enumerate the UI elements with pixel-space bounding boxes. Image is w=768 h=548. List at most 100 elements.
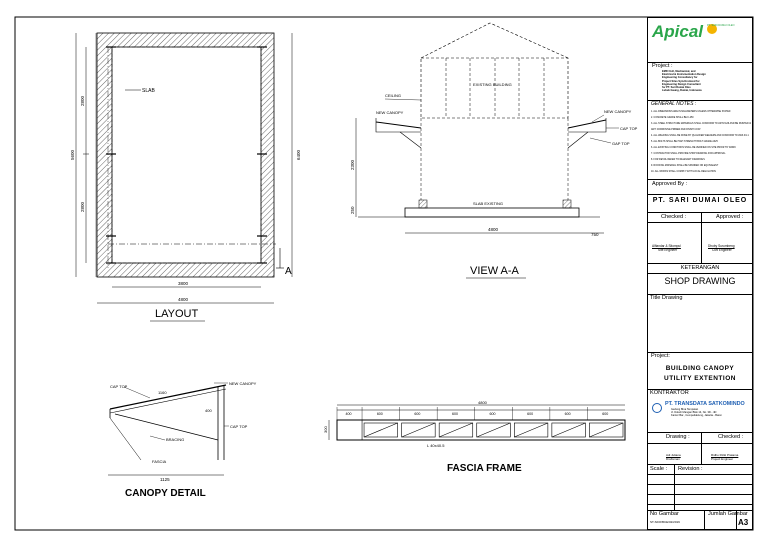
no-gambar-label: No Gambar — [650, 511, 679, 517]
project-name-1: BUILDING CANOPY — [665, 365, 735, 372]
canopy-new-canopy: NEW CANOPY — [229, 381, 257, 386]
fascia-segment-label: 600 — [602, 412, 608, 416]
fascia-panel — [551, 422, 586, 438]
fascia-segment-label: 600 — [414, 412, 420, 416]
keterangan-label: KETERANGAN — [680, 265, 720, 271]
canopy-dim-top: 1160 — [158, 390, 167, 395]
fascia-panel-diagonal — [439, 422, 473, 438]
approved-by-label: Approved By : — [652, 181, 688, 187]
view-gap-right: GAP TOP — [612, 141, 630, 146]
checker2-role: Project Engineer — [711, 457, 734, 461]
view-existing-label: EXISTING BUILDING — [473, 82, 512, 87]
layout-dim-left-upper: 2800 — [80, 95, 85, 106]
drawing-label: Drawing : — [666, 434, 690, 440]
layout-dim-inner-width: 3800 — [178, 281, 189, 286]
canopy-dim-slope: 400 — [205, 408, 212, 413]
canopy-detail-title: CANOPY DETAIL — [125, 488, 206, 499]
checker-name: Alfiandar & Sitompul — [652, 244, 681, 248]
project-desc: EMD Civil, Mechanical, and Electrical & … — [662, 70, 706, 93]
shop-drawing-title: SHOP DRAWING — [664, 276, 736, 286]
fascia-segment-label: 600 — [527, 412, 533, 416]
layout-title: LAYOUT — [155, 308, 198, 320]
checker-role: Site Engineer — [658, 248, 678, 252]
revision-label: Revision : — [678, 466, 703, 472]
project-name-2: UTILITY EXTENTION — [664, 375, 736, 382]
project-label: Project : — [652, 63, 673, 69]
fascia-segment-label: 600 — [490, 412, 496, 416]
canopy-cap-bottom: CAP TOP — [230, 424, 248, 429]
fascia-panel-diagonal — [589, 422, 624, 438]
checked-label: Checked : — [661, 214, 687, 220]
contractor-logo-icon — [652, 403, 662, 413]
fascia-segment-label: 600 — [377, 412, 383, 416]
approver-role: Civil Engineer — [712, 248, 732, 252]
checked-label-2: Checked : — [718, 434, 744, 440]
view-dim-height: 2300 — [350, 159, 355, 170]
fascia-panel-diagonal — [551, 422, 586, 438]
canopy-detail: CAP TOP NEW CANOPY 1160 400 BRACING CAP … — [108, 381, 257, 499]
layout-dim-left-total: 5600 — [70, 149, 75, 160]
view-dim-right: 750 — [591, 232, 599, 237]
layout-dim-left-lower: 2800 — [80, 201, 85, 212]
fascia-panel — [589, 422, 624, 438]
jumlah-gambar-label: Jumlah Gambar — [708, 511, 748, 517]
layout-slab-label: SLAB — [142, 88, 155, 94]
logo-dot-icon — [707, 24, 718, 34]
fascia-panel — [401, 422, 436, 438]
view-dim-width: 4800 — [488, 227, 499, 232]
fascia-panel — [476, 422, 511, 438]
fascia-panel-diagonal — [476, 422, 511, 438]
scale-label: Scale : — [650, 466, 668, 472]
fascia-panel-diagonal — [514, 422, 548, 438]
logo-sub: PT. SARI DUMAI OLEO — [707, 24, 735, 27]
layout-plan: SLAB 2800 2800 5600 6400 A 3800 4800 LAY… — [70, 32, 301, 322]
view-slab-existing: SLAB EXISTING — [473, 201, 503, 206]
fascia-height-dim: 300 — [323, 426, 328, 433]
paper-size: A3 — [738, 518, 749, 527]
layout-section-marker: A — [285, 266, 292, 277]
canopy-cap-top: CAP TOP — [110, 384, 128, 389]
contractor-label: KONTRAKTOR — [650, 390, 689, 396]
notes-label: GENERAL NOTES : — [651, 101, 697, 107]
fascia-frame-title: FASCIA FRAME — [447, 463, 522, 474]
title-block: Apical PT. SARI DUMAI OLEO Project : EMD… — [647, 17, 753, 530]
checker2-name: Ridho Rizki Pratama — [711, 453, 739, 457]
fascia-segment-label: 400 — [346, 412, 352, 416]
fascia-panel — [438, 422, 474, 438]
no-gambar-value: ST-SDO/BCE/02/2019 — [650, 520, 680, 524]
canopy-dim-bottom: 1125 — [160, 477, 170, 482]
sheet-border — [14, 16, 754, 531]
fascia-segment-label: 600 — [452, 412, 458, 416]
approver-name: Dhoby Surumbeng — [708, 244, 735, 248]
fascia-panel — [363, 422, 398, 438]
fascia-note: L 40x40.5 — [427, 443, 445, 448]
project-label-2: Project: — [651, 353, 670, 359]
company-name: PT. SARI DUMAI OLEO — [652, 197, 748, 204]
view-dim-base: 250 — [350, 206, 355, 214]
title-drawing-label: Title Drawing — [650, 295, 683, 301]
fascia-panel — [514, 422, 549, 438]
view-aa-title: VIEW A-A — [470, 265, 520, 277]
fascia-frame: 4800 400 600 600 600 600 600 600 600 300 L 40x4… — [323, 400, 626, 474]
logo-text: Apical — [652, 22, 704, 41]
fascia-panel-diagonal — [401, 422, 436, 438]
view-cap-right: CAP TOP — [620, 126, 638, 131]
canopy-bracing: BRACING — [166, 437, 184, 442]
view-ceiling-label: CEILING — [385, 93, 401, 98]
layout-dim-right-total: 6400 — [296, 149, 301, 160]
fascia-dim-total: 4800 — [478, 400, 488, 405]
view-new-canopy-left: NEW CANOPY — [376, 110, 404, 115]
fascia-segment-label: 600 — [565, 412, 571, 416]
drawer-name: Adi Juliana — [666, 453, 681, 457]
canopy-fascia: FASCIA — [152, 459, 167, 464]
view-aa: SLAB EXISTING CEILING NEW CANOPY EXISTIN… — [350, 22, 638, 279]
contractor-address: Gedung Bina Tempatan Jl. Dukuh Mangan Bl… — [671, 408, 722, 418]
view-new-canopy-right: NEW CANOPY — [604, 109, 632, 114]
general-notes: 1. ALL DIMENSIONS ARE IN MILLIMETERS UNL… — [651, 111, 751, 173]
drawer-role: Draftsman — [666, 457, 680, 461]
layout-dim-total-width: 4800 — [178, 297, 189, 302]
contractor-name: PT. TRANSDATA SATKOMINDO — [665, 401, 745, 407]
apical-logo: Apical — [652, 22, 718, 42]
